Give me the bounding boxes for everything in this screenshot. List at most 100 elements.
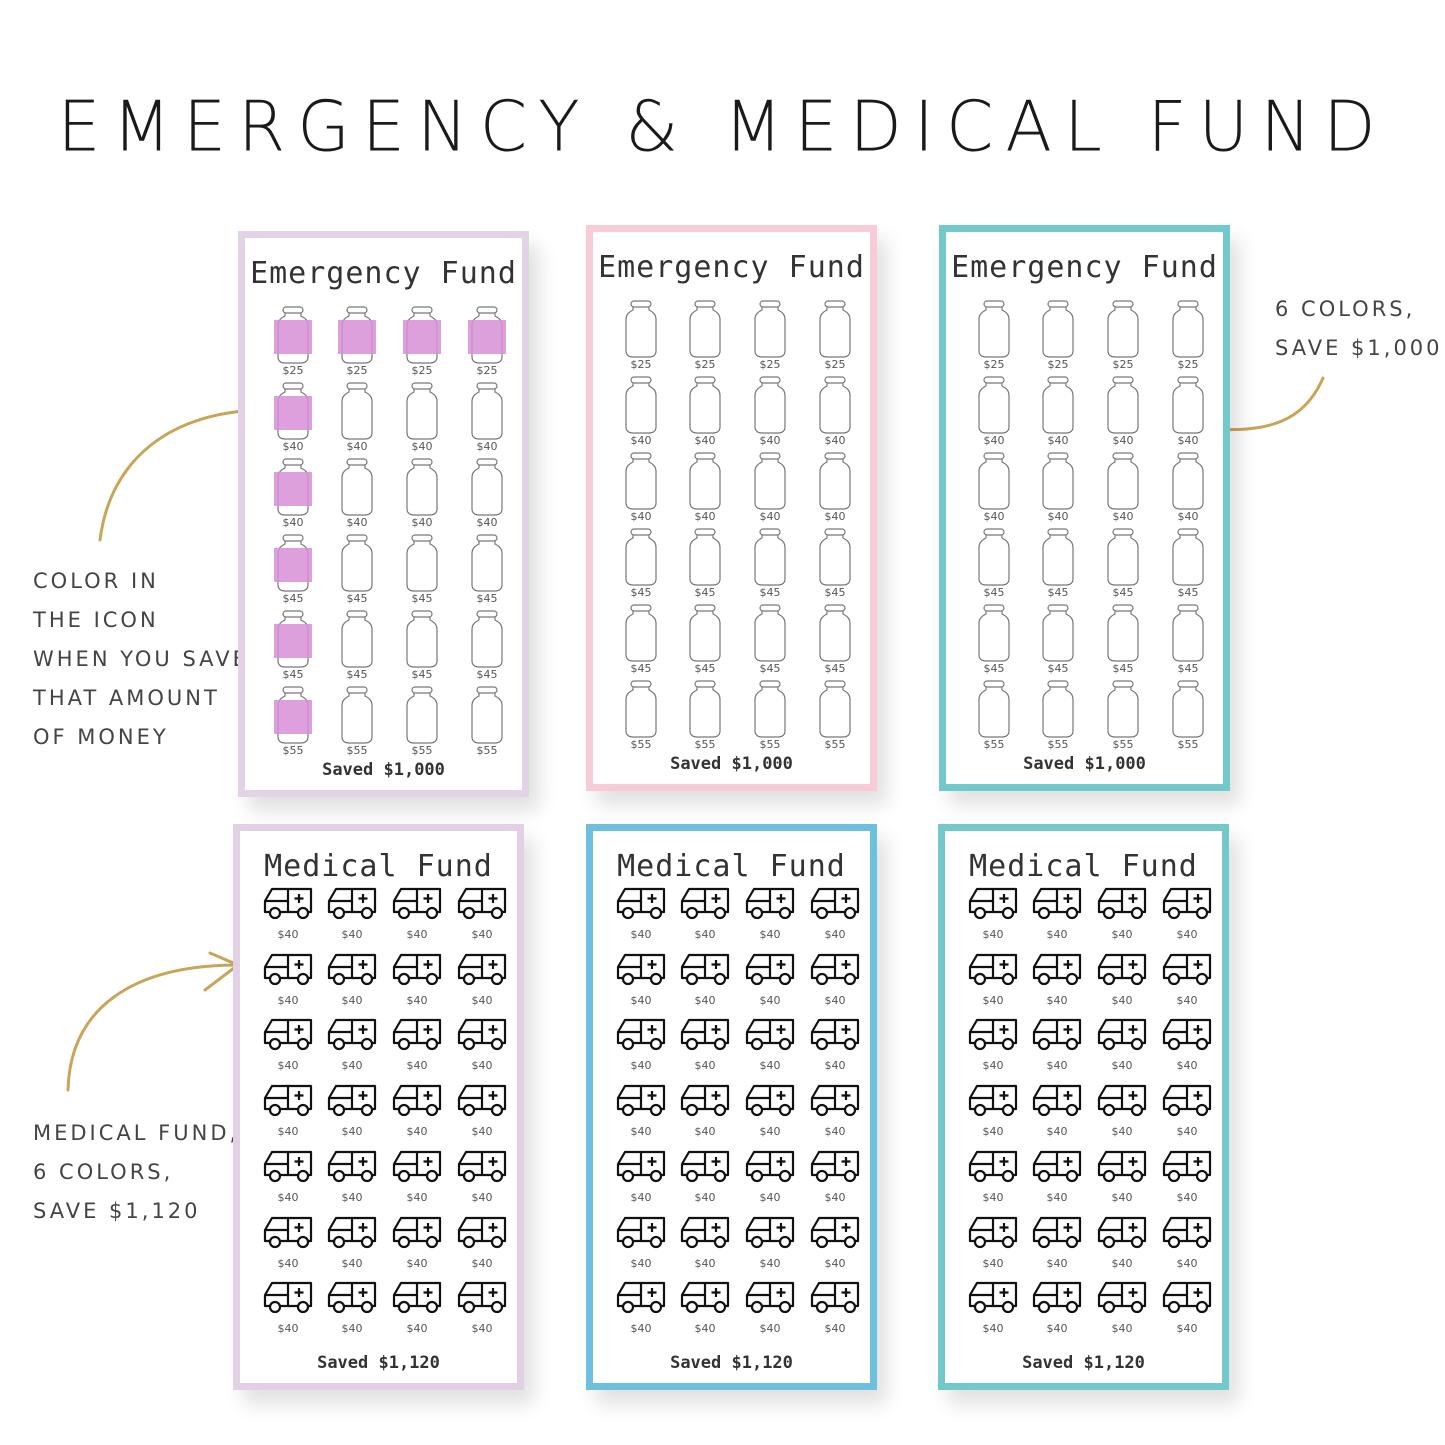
jar-tracker-cell[interactable]: $45 xyxy=(1093,528,1153,599)
jar-tracker-cell[interactable]: $40 xyxy=(327,458,387,529)
jar-tracker-cell[interactable]: $25 xyxy=(675,300,735,371)
jar-tracker-cell[interactable]: $25 xyxy=(611,300,671,371)
jar-tracker-cell[interactable]: $55 xyxy=(457,686,517,757)
jar-tracker-cell[interactable]: $25 xyxy=(1093,300,1153,371)
jar-tracker-cell[interactable]: $55 xyxy=(805,680,865,751)
ambulance-tracker-cell[interactable]: $40 xyxy=(675,1215,735,1270)
ambulance-tracker-cell[interactable]: $40 xyxy=(1092,952,1152,1007)
jar-tracker-cell[interactable]: $55 xyxy=(1158,680,1218,751)
ambulance-tracker-cell[interactable]: $40 xyxy=(387,1280,447,1335)
ambulance-tracker-cell[interactable]: $40 xyxy=(258,886,318,941)
jar-tracker-cell[interactable]: $25 xyxy=(805,300,865,371)
ambulance-tracker-cell[interactable]: $40 xyxy=(740,1017,800,1072)
jar-tracker-cell[interactable]: $45 xyxy=(457,610,517,681)
ambulance-tracker-cell[interactable]: $40 xyxy=(452,1215,512,1270)
ambulance-tracker-cell[interactable]: $40 xyxy=(1157,1149,1217,1204)
ambulance-tracker-cell[interactable]: $40 xyxy=(1027,1280,1087,1335)
ambulance-tracker-cell[interactable]: $40 xyxy=(611,1215,671,1270)
ambulance-tracker-cell[interactable]: $40 xyxy=(963,1215,1023,1270)
ambulance-tracker-cell[interactable]: $40 xyxy=(452,1017,512,1072)
ambulance-tracker-cell[interactable]: $40 xyxy=(258,1017,318,1072)
jar-tracker-cell[interactable]: $45 xyxy=(1158,528,1218,599)
ambulance-tracker-cell[interactable]: $40 xyxy=(387,1215,447,1270)
ambulance-tracker-cell[interactable]: $40 xyxy=(1157,1017,1217,1072)
jar-tracker-cell[interactable]: $45 xyxy=(805,604,865,675)
ambulance-tracker-cell[interactable]: $40 xyxy=(1092,1280,1152,1335)
ambulance-tracker-cell[interactable]: $40 xyxy=(258,1215,318,1270)
jar-tracker-cell[interactable]: $45 xyxy=(263,610,323,681)
ambulance-tracker-cell[interactable]: $40 xyxy=(805,1149,865,1204)
jar-tracker-cell[interactable]: $40 xyxy=(263,458,323,529)
jar-tracker-cell[interactable]: $25 xyxy=(263,306,323,377)
ambulance-tracker-cell[interactable]: $40 xyxy=(322,1149,382,1204)
ambulance-tracker-cell[interactable]: $40 xyxy=(1027,1083,1087,1138)
ambulance-tracker-cell[interactable]: $40 xyxy=(1092,1149,1152,1204)
jar-tracker-cell[interactable]: $45 xyxy=(263,534,323,605)
jar-tracker-cell[interactable]: $25 xyxy=(457,306,517,377)
ambulance-tracker-cell[interactable]: $40 xyxy=(1157,952,1217,1007)
jar-tracker-cell[interactable]: $45 xyxy=(740,528,800,599)
ambulance-tracker-cell[interactable]: $40 xyxy=(740,1149,800,1204)
jar-tracker-cell[interactable]: $25 xyxy=(740,300,800,371)
ambulance-tracker-cell[interactable]: $40 xyxy=(963,1149,1023,1204)
jar-tracker-cell[interactable]: $45 xyxy=(675,528,735,599)
ambulance-tracker-cell[interactable]: $40 xyxy=(611,886,671,941)
ambulance-tracker-cell[interactable]: $40 xyxy=(1027,1149,1087,1204)
jar-tracker-cell[interactable]: $40 xyxy=(1093,376,1153,447)
ambulance-tracker-cell[interactable]: $40 xyxy=(322,886,382,941)
jar-tracker-cell[interactable]: $45 xyxy=(805,528,865,599)
ambulance-tracker-cell[interactable]: $40 xyxy=(322,952,382,1007)
jar-tracker-cell[interactable]: $40 xyxy=(675,452,735,523)
ambulance-tracker-cell[interactable]: $40 xyxy=(258,1083,318,1138)
jar-tracker-cell[interactable]: $25 xyxy=(1158,300,1218,371)
ambulance-tracker-cell[interactable]: $40 xyxy=(740,952,800,1007)
jar-tracker-cell[interactable]: $45 xyxy=(392,610,452,681)
ambulance-tracker-cell[interactable]: $40 xyxy=(258,1149,318,1204)
jar-tracker-cell[interactable]: $45 xyxy=(327,534,387,605)
jar-tracker-cell[interactable]: $55 xyxy=(263,686,323,757)
jar-tracker-cell[interactable]: $40 xyxy=(392,458,452,529)
ambulance-tracker-cell[interactable]: $40 xyxy=(322,1280,382,1335)
ambulance-tracker-cell[interactable]: $40 xyxy=(963,1017,1023,1072)
ambulance-tracker-cell[interactable]: $40 xyxy=(1092,1083,1152,1138)
ambulance-tracker-cell[interactable]: $40 xyxy=(1092,1017,1152,1072)
ambulance-tracker-cell[interactable]: $40 xyxy=(963,1280,1023,1335)
ambulance-tracker-cell[interactable]: $40 xyxy=(1027,1017,1087,1072)
ambulance-tracker-cell[interactable]: $40 xyxy=(1027,1215,1087,1270)
ambulance-tracker-cell[interactable]: $40 xyxy=(452,952,512,1007)
ambulance-tracker-cell[interactable]: $40 xyxy=(805,1017,865,1072)
ambulance-tracker-cell[interactable]: $40 xyxy=(611,1149,671,1204)
ambulance-tracker-cell[interactable]: $40 xyxy=(675,952,735,1007)
jar-tracker-cell[interactable]: $40 xyxy=(611,452,671,523)
ambulance-tracker-cell[interactable]: $40 xyxy=(675,886,735,941)
ambulance-tracker-cell[interactable]: $40 xyxy=(387,1017,447,1072)
jar-tracker-cell[interactable]: $45 xyxy=(1093,604,1153,675)
jar-tracker-cell[interactable]: $40 xyxy=(964,376,1024,447)
ambulance-tracker-cell[interactable]: $40 xyxy=(805,952,865,1007)
jar-tracker-cell[interactable]: $40 xyxy=(263,382,323,453)
jar-tracker-cell[interactable]: $55 xyxy=(740,680,800,751)
jar-tracker-cell[interactable]: $40 xyxy=(1158,376,1218,447)
ambulance-tracker-cell[interactable]: $40 xyxy=(740,1083,800,1138)
ambulance-tracker-cell[interactable]: $40 xyxy=(805,1215,865,1270)
ambulance-tracker-cell[interactable]: $40 xyxy=(322,1083,382,1138)
ambulance-tracker-cell[interactable]: $40 xyxy=(1027,952,1087,1007)
ambulance-tracker-cell[interactable]: $40 xyxy=(963,952,1023,1007)
ambulance-tracker-cell[interactable]: $40 xyxy=(387,1149,447,1204)
ambulance-tracker-cell[interactable]: $40 xyxy=(1027,886,1087,941)
jar-tracker-cell[interactable]: $45 xyxy=(675,604,735,675)
jar-tracker-cell[interactable]: $40 xyxy=(1028,452,1088,523)
ambulance-tracker-cell[interactable]: $40 xyxy=(740,1280,800,1335)
ambulance-tracker-cell[interactable]: $40 xyxy=(963,1083,1023,1138)
jar-tracker-cell[interactable]: $40 xyxy=(327,382,387,453)
ambulance-tracker-cell[interactable]: $40 xyxy=(387,1083,447,1138)
jar-tracker-cell[interactable]: $55 xyxy=(675,680,735,751)
jar-tracker-cell[interactable]: $55 xyxy=(1093,680,1153,751)
jar-tracker-cell[interactable]: $45 xyxy=(964,528,1024,599)
ambulance-tracker-cell[interactable]: $40 xyxy=(452,1280,512,1335)
ambulance-tracker-cell[interactable]: $40 xyxy=(675,1149,735,1204)
ambulance-tracker-cell[interactable]: $40 xyxy=(1092,886,1152,941)
ambulance-tracker-cell[interactable]: $40 xyxy=(1157,1280,1217,1335)
jar-tracker-cell[interactable]: $45 xyxy=(1158,604,1218,675)
jar-tracker-cell[interactable]: $25 xyxy=(1028,300,1088,371)
